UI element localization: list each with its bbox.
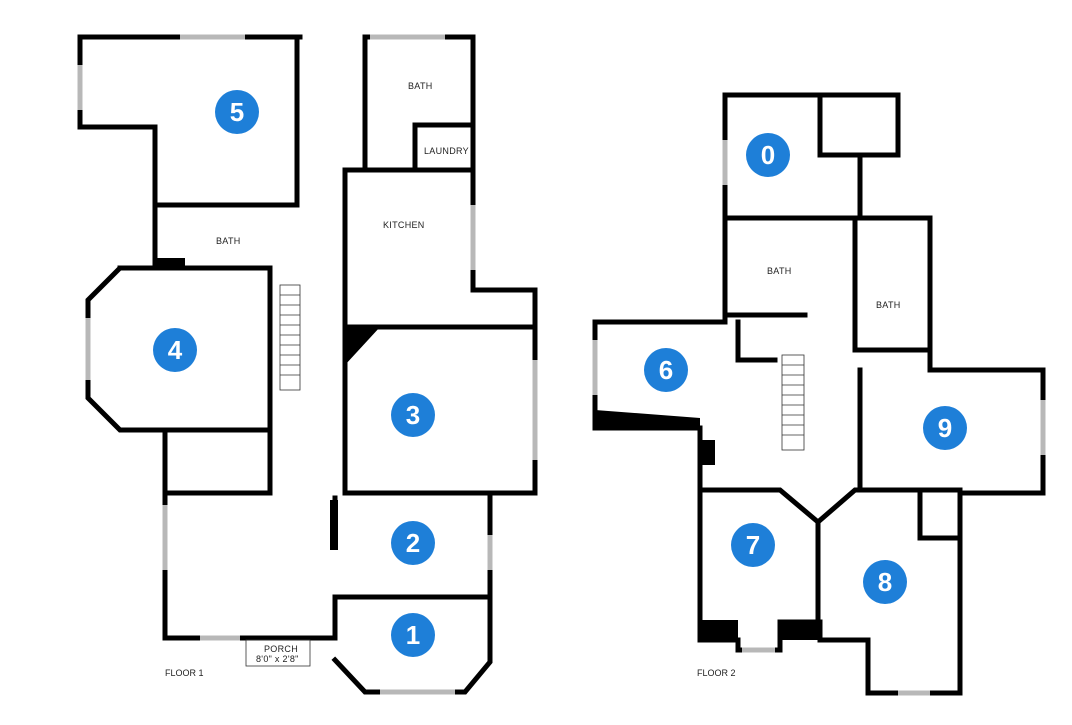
- svg-text:3: 3: [406, 400, 420, 430]
- svg-text:1: 1: [406, 620, 420, 650]
- room-marker[interactable]: 0: [746, 133, 790, 177]
- room-marker[interactable]: 3: [391, 393, 435, 437]
- floor-label: FLOOR 1: [165, 668, 204, 678]
- room-label-bath: BATH: [767, 266, 792, 276]
- room-marker[interactable]: 1: [391, 613, 435, 657]
- room-label-bath: BATH: [216, 236, 241, 246]
- room-label-bath: BATH: [876, 300, 901, 310]
- room-marker[interactable]: 4: [153, 328, 197, 372]
- room-label-porch: PORCH: [264, 644, 298, 654]
- room-marker[interactable]: 8: [863, 560, 907, 604]
- svg-text:5: 5: [230, 97, 244, 127]
- room-marker[interactable]: 2: [391, 521, 435, 565]
- room-label-bath: BATH: [408, 81, 433, 91]
- svg-text:0: 0: [761, 140, 775, 170]
- svg-text:9: 9: [938, 413, 952, 443]
- room-label-kitchen: KITCHEN: [383, 220, 425, 230]
- svg-text:8: 8: [878, 567, 892, 597]
- room-marker[interactable]: 9: [923, 406, 967, 450]
- room-marker[interactable]: 7: [731, 523, 775, 567]
- room-marker[interactable]: 5: [215, 90, 259, 134]
- room-label-porch-size: 8'0" x 2'8": [256, 654, 299, 664]
- floor-label: FLOOR 2: [697, 668, 736, 678]
- svg-text:2: 2: [406, 528, 420, 558]
- room-label-laundry: LAUNDRY: [424, 146, 469, 156]
- room-marker[interactable]: 6: [644, 348, 688, 392]
- svg-text:7: 7: [746, 530, 760, 560]
- svg-text:4: 4: [168, 335, 183, 365]
- svg-text:6: 6: [659, 355, 673, 385]
